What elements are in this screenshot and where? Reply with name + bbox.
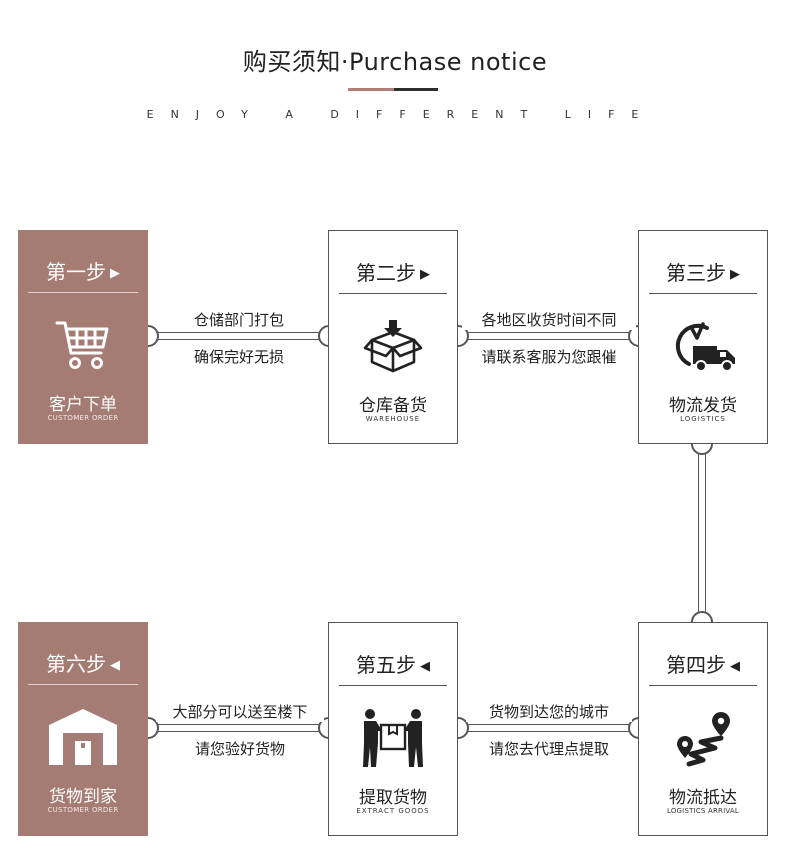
divider (339, 685, 447, 686)
step-number: 第六步 (46, 652, 106, 676)
divider (28, 292, 138, 293)
arrow-left-icon: ◀ (110, 658, 120, 673)
step-card-4: 第四步 ◀ 物流抵达 LOGISTICS ARRIVAL (638, 622, 768, 836)
garage-home-icon (18, 702, 148, 772)
step-label: 物流发货 (669, 396, 737, 416)
title-underline-accent (348, 88, 394, 91)
divider (649, 293, 757, 294)
divider (28, 684, 138, 685)
connector-text-3: 货物到达您的城市 (466, 701, 632, 722)
shopping-cart-icon (18, 310, 148, 380)
divider (649, 685, 757, 686)
step-card-5: 第五步 ◀ 提取货物 EXTRACT GOODS (328, 622, 458, 836)
delivery-truck-clock-icon (639, 311, 767, 381)
step-card-3: 第三步 ▶ 物流发货 LOGISTICS (638, 230, 768, 444)
step-sublabel: LOGISTICS (680, 415, 726, 423)
step-sublabel: CUSTOMER ORDER (47, 806, 119, 814)
arrow-right-icon: ▶ (730, 267, 740, 282)
step-sublabel: EXTRACT GOODS (356, 807, 430, 815)
step-label: 客户下单 (49, 395, 117, 415)
connector-text-2b: 请联系客服为您跟催 (462, 346, 636, 367)
connector-pipe-3-4 (698, 444, 706, 622)
connector-text-4b: 请您验好货物 (156, 738, 324, 759)
package-box-icon (329, 311, 457, 381)
step-heading: 第一步 ▶ (18, 256, 148, 285)
connector-pipe-4-5 (458, 724, 640, 732)
step-number: 第五步 (356, 653, 416, 677)
step-card-6: 第六步 ◀ 货物到家 CUSTOMER ORDER (18, 622, 148, 836)
title-underline-dark (394, 88, 438, 91)
step-label: 货物到家 (49, 787, 117, 807)
step-number: 第四步 (666, 653, 726, 677)
arrow-right-icon: ▶ (420, 267, 430, 282)
step-number: 第二步 (356, 261, 416, 285)
step-number: 第一步 (46, 260, 106, 284)
step-heading: 第二步 ▶ (329, 257, 457, 286)
step-heading: 第四步 ◀ (639, 649, 767, 678)
arrow-left-icon: ◀ (730, 659, 740, 674)
connector-pipe-5-6 (148, 724, 330, 732)
step-number: 第三步 (666, 261, 726, 285)
step-heading: 第三步 ▶ (639, 257, 767, 286)
step-heading: 第六步 ◀ (18, 648, 148, 677)
people-carrying-box-icon (329, 703, 457, 773)
connector-text-1: 仓储部门打包 (164, 309, 314, 330)
step-sublabel: WAREHOUSE (365, 415, 421, 423)
step-heading: 第五步 ◀ (329, 649, 457, 678)
connector-text-1b: 确保完好无损 (164, 346, 314, 367)
step-label: 提取货物 (359, 788, 427, 808)
connector-text-4: 大部分可以送至楼下 (156, 701, 324, 722)
connector-pipe-1-2 (148, 332, 330, 340)
step-sublabel: CUSTOMER ORDER (47, 414, 119, 422)
step-label: 物流抵达 (669, 788, 737, 808)
connector-text-3b: 请您去代理点提取 (466, 738, 632, 759)
step-label: 仓库备货 (359, 396, 427, 416)
arrow-left-icon: ◀ (420, 659, 430, 674)
step-card-2: 第二步 ▶ 仓库备货 WAREHOUSE (328, 230, 458, 444)
map-route-pin-icon (639, 703, 767, 773)
connector-text-2: 各地区收货时间不同 (462, 309, 636, 330)
page-title: 购买须知·Purchase notice (242, 48, 548, 76)
divider (339, 293, 447, 294)
arrow-right-icon: ▶ (110, 266, 120, 281)
connector-pipe-2-3 (458, 332, 640, 340)
page-tagline: ENJOY A DIFFERENT LIFE (146, 108, 656, 121)
step-sublabel: LOGISTICS ARRIVAL (667, 807, 739, 815)
step-card-1: 第一步 ▶ 客户下单 CUSTOMER ORDER (18, 230, 148, 444)
